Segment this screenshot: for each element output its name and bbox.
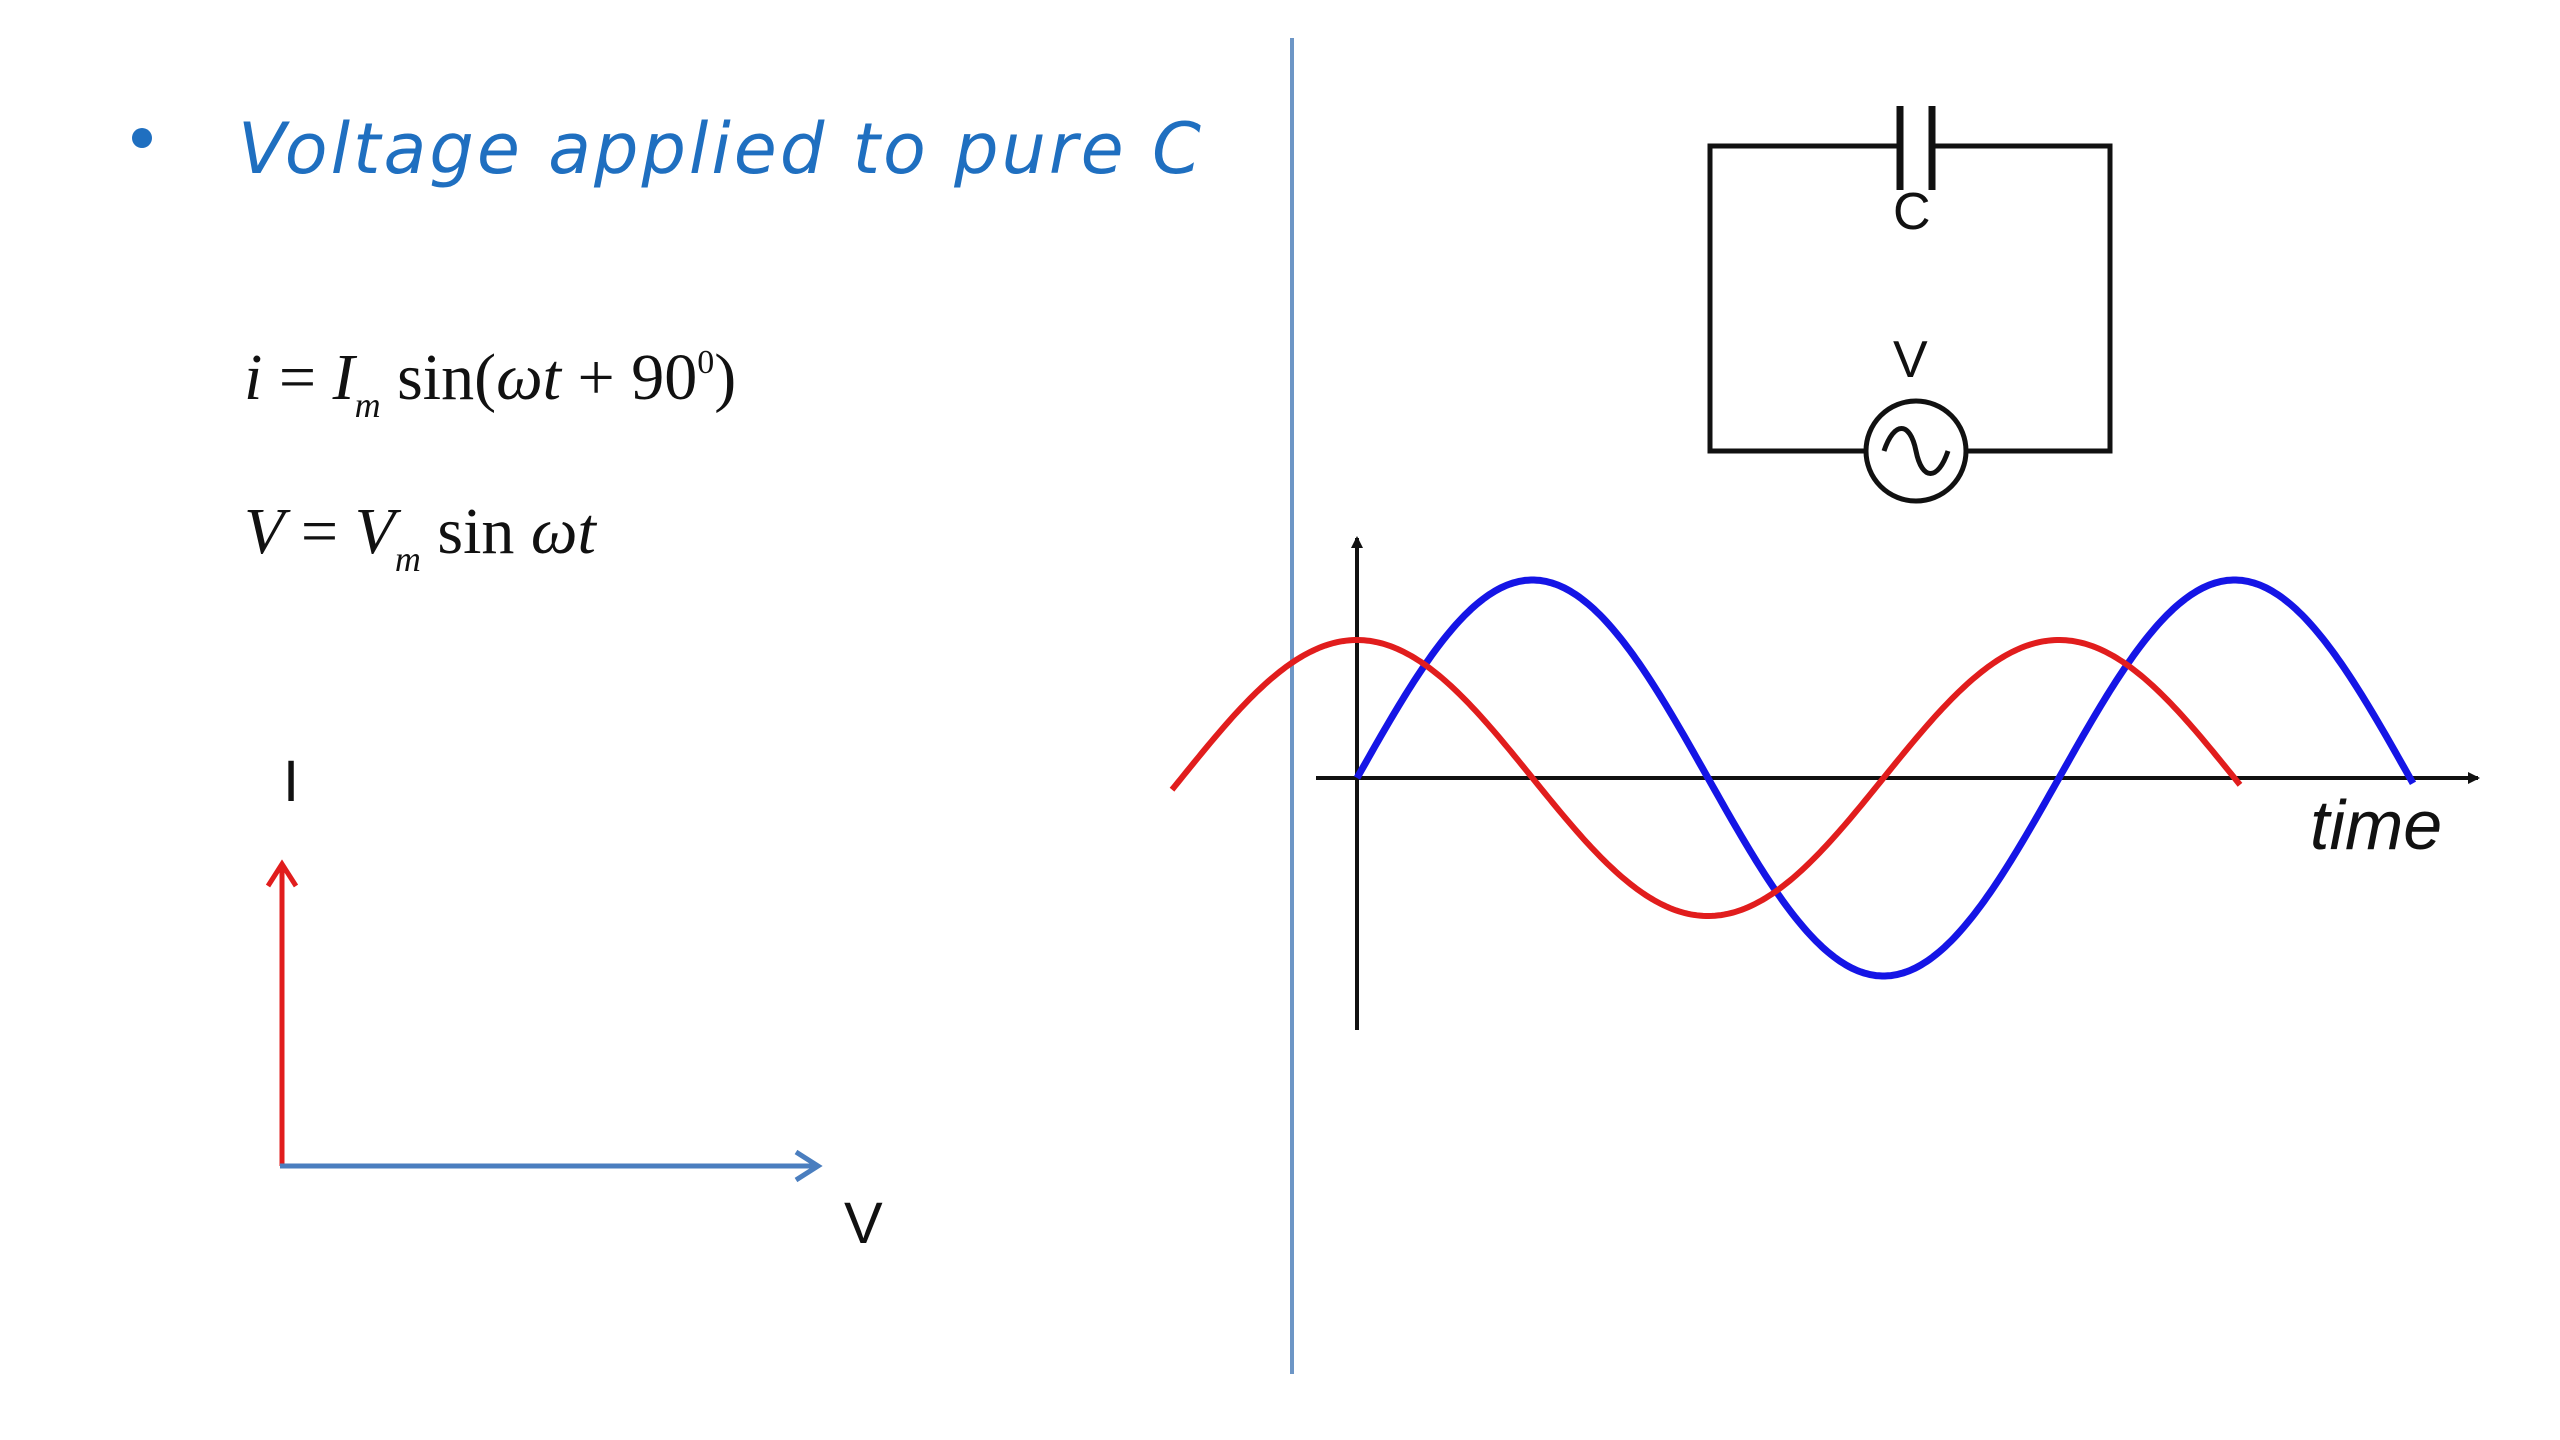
current-curve — [1169, 637, 2243, 919]
bullet-icon — [132, 128, 152, 148]
voltage-curve — [1353, 576, 2417, 980]
phasor-voltage-arrowhead — [794, 1149, 823, 1183]
capacitor-label: C — [1893, 183, 1931, 241]
phasor-current-label: I — [283, 749, 300, 814]
current-equation: i = Im sin(ωt + 900) — [244, 341, 737, 425]
waveform-plot — [1169, 536, 2480, 1030]
circuit-wire-right — [1935, 143, 2113, 454]
phasor-diagram — [265, 859, 823, 1183]
phasor-current-arrowhead — [265, 859, 299, 888]
ac-source-sine-icon — [1881, 426, 1951, 476]
panel-divider — [1290, 38, 1294, 1374]
source-label: V — [1893, 331, 1928, 389]
page-title: Voltage applied to pure C — [238, 108, 1204, 190]
circuit-wire-left — [1707, 143, 1897, 454]
circuit-diagram — [1707, 106, 2113, 504]
ac-source-circle — [1863, 398, 1969, 504]
voltage-equation: V = Vm sin ωt — [244, 495, 596, 579]
phasor-voltage-label: V — [844, 1191, 883, 1256]
time-axis-label: time — [2310, 786, 2443, 864]
